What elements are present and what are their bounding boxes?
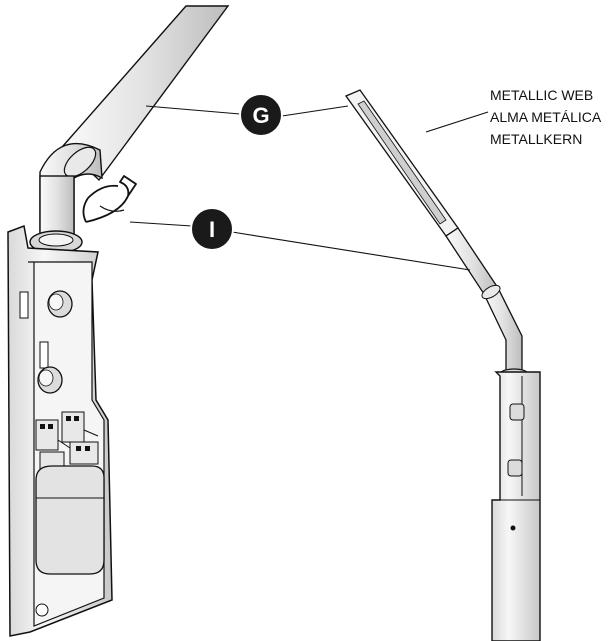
left-unit: [7, 5, 230, 637]
right-knob-lower: [507, 459, 523, 477]
callout-badge-g: G: [239, 93, 283, 137]
callout-label-i: I: [209, 217, 215, 242]
leader-lines: [129, 105, 489, 271]
left-slot-1: [19, 291, 29, 319]
left-stub-tube: [39, 175, 75, 241]
left-terminal-blocks: [35, 411, 99, 471]
material-label: METALLIC WEB ALMA METÁLICA METALLKERN: [490, 87, 602, 147]
leader-g-left: [145, 105, 241, 115]
leader-g-right: [281, 105, 349, 117]
material-label-line-3: METALLKERN: [490, 131, 582, 147]
right-knob-upper: [509, 403, 525, 421]
leader-i-left: [129, 221, 193, 227]
callout-label-g: G: [252, 103, 269, 128]
right-elbow-ring: [481, 284, 501, 300]
left-collar-inner: [38, 233, 74, 247]
right-post-screw: [510, 525, 516, 531]
callout-badge-i: I: [190, 207, 234, 251]
right-metallic-web: [357, 100, 447, 225]
right-post: [491, 371, 541, 641]
left-knob-upper: [47, 290, 73, 318]
left-elbow-ring: [63, 146, 97, 178]
left-slot-2: [39, 341, 49, 369]
left-bottom-hole: [35, 603, 49, 617]
right-tube-lower: [445, 227, 499, 295]
material-label-line-2: ALMA METÁLICA: [490, 109, 602, 125]
right-elbow: [483, 287, 523, 373]
leader-metallic-web: [425, 111, 489, 133]
leader-i-right: [231, 231, 471, 271]
right-unit: [345, 89, 541, 641]
rotation-arrow-icon: [82, 175, 137, 223]
left-knob-lower: [37, 366, 63, 394]
material-label-line-1: METALLIC WEB: [490, 87, 593, 103]
left-transformer: [35, 465, 105, 575]
